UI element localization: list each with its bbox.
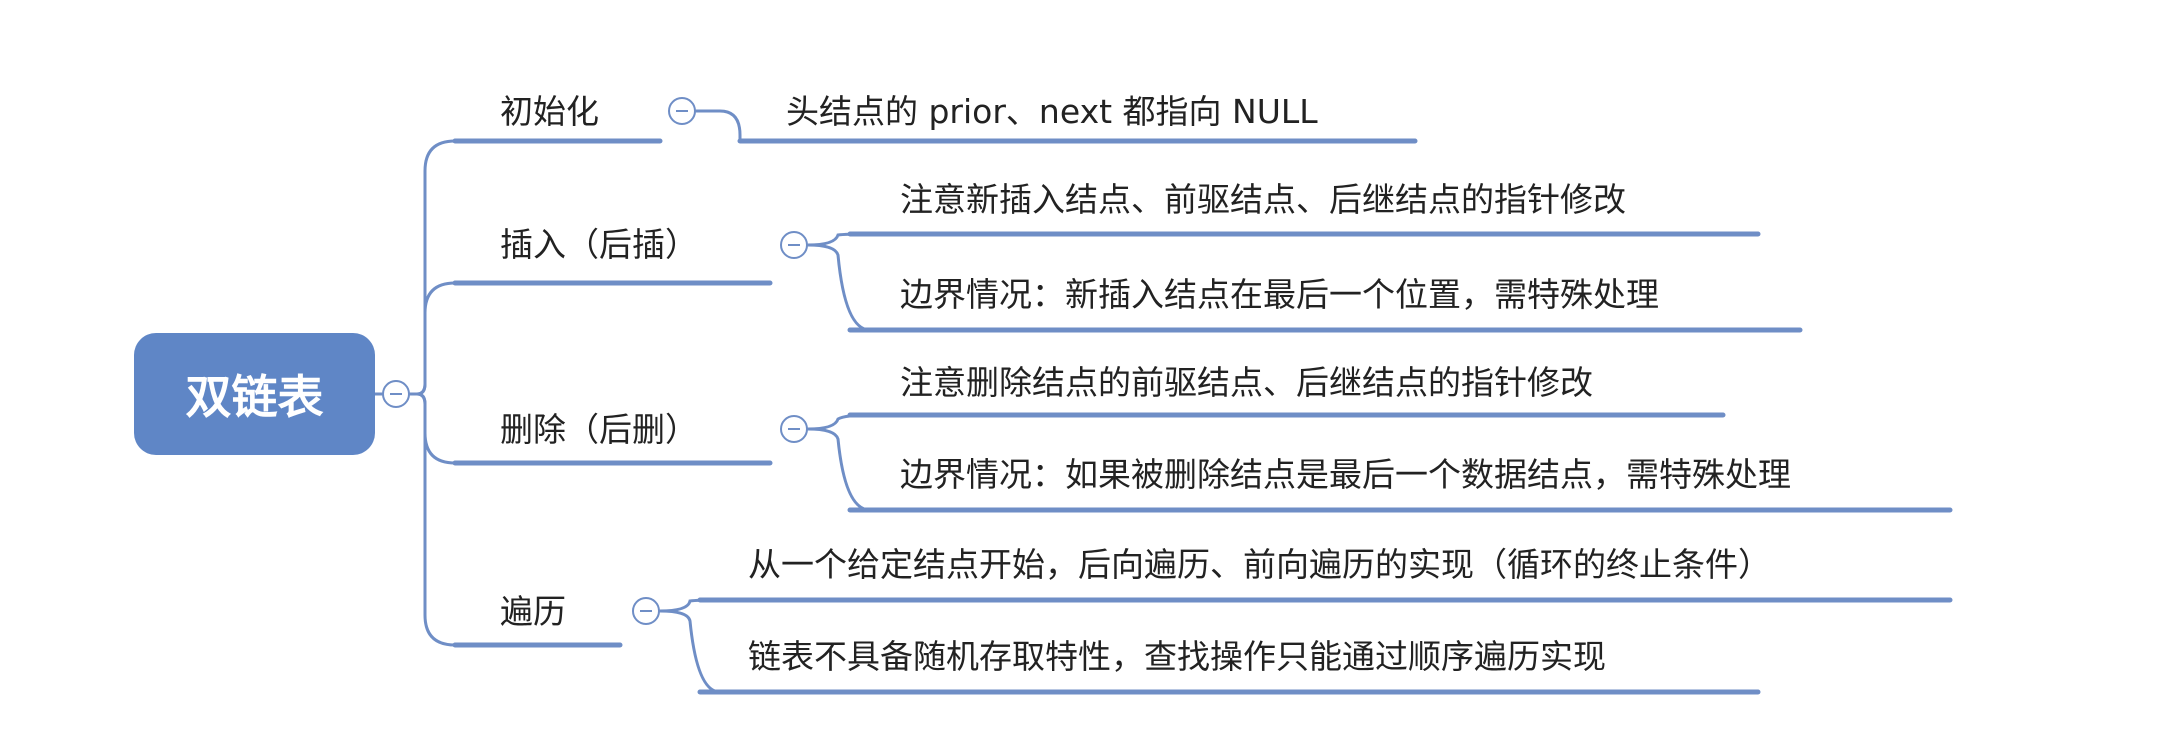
delete-detail-boundary-case: 边界情况：如果被删除结点是最后一个数据结点，需特殊处理 (900, 455, 1791, 494)
traverse-detail-no-random-access: 链表不具备随机存取特性，查找操作只能通过顺序遍历实现 (748, 637, 1606, 676)
insert-detail-pointer-update: 注意新插入结点、前驱结点、后继结点的指针修改 (900, 180, 1626, 219)
branch-traverse-label[interactable]: 遍历 (500, 592, 566, 631)
branch-insert-label[interactable]: 插入（后插） (500, 225, 698, 264)
branch-init-label[interactable]: 初始化 (500, 92, 599, 131)
traverse-detail-directions: 从一个给定结点开始，后向遍历、前向遍历的实现（循环的终止条件） (748, 545, 1771, 584)
branch-traverse-collapse-toggle[interactable] (632, 597, 660, 625)
child-curve-0-0 (694, 109, 742, 143)
branch-delete-collapse-toggle[interactable] (780, 415, 808, 443)
branch-init-collapse-toggle[interactable] (668, 97, 696, 125)
trunk-curve-3 (406, 392, 457, 647)
trunk-curve-0 (406, 139, 457, 396)
delete-detail-pointer-update: 注意删除结点的前驱结点、后继结点的指针修改 (900, 363, 1593, 402)
spacer (660, 111, 668, 141)
root-node-double-linked-list[interactable]: 双链表 (134, 333, 375, 455)
trunk-curve-1 (406, 281, 457, 396)
branch-insert-collapse-toggle[interactable] (780, 231, 808, 259)
insert-detail-boundary-case: 边界情况：新插入结点在最后一个位置，需特殊处理 (900, 275, 1659, 314)
root-collapse-toggle[interactable] (382, 380, 410, 408)
child-curve-1-1 (806, 243, 1802, 332)
trunk-curve-2 (406, 392, 457, 465)
branch-delete-label[interactable]: 删除（后删） (500, 410, 698, 449)
init-detail-head-node: 头结点的 prior、next 都指向 NULL (786, 92, 1318, 131)
